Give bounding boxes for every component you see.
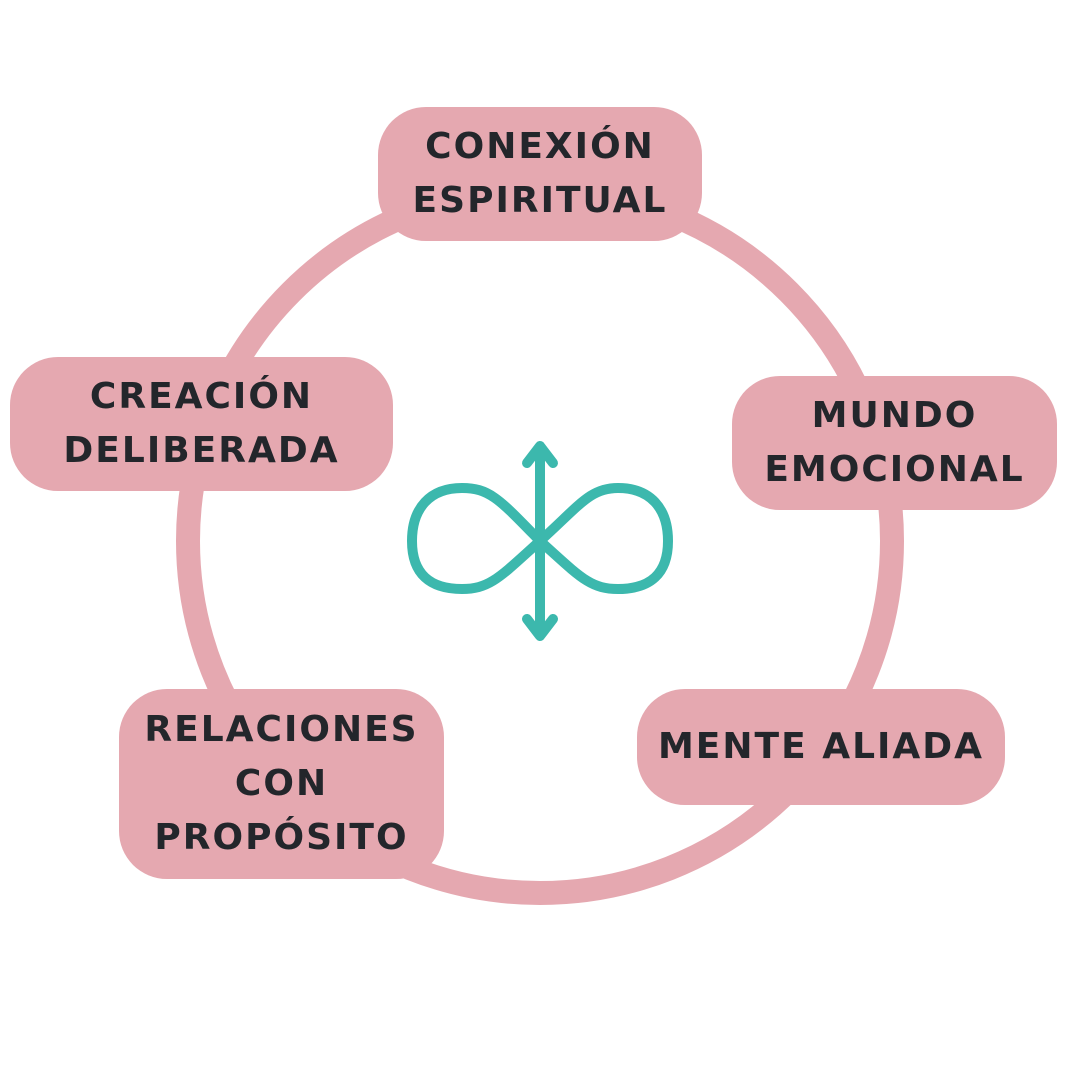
node-label-line: DELIBERADA [63, 430, 340, 471]
node-label-line: ESPIRITUAL [412, 180, 668, 221]
arrow-head-up [522, 441, 558, 468]
node-mundo-emocional: MUNDO EMOCIONAL [732, 376, 1057, 510]
node-label-line: MUNDO [811, 395, 978, 436]
node-conexion-espiritual: CONEXIÓN ESPIRITUAL [378, 107, 702, 241]
node-label-line: RELACIONES [144, 709, 419, 750]
node-label-line: CREACIÓN [89, 376, 314, 417]
node-mente-aliada: MENTE ALIADA [637, 689, 1005, 805]
infinity-with-vertical-double-arrow-icon [407, 441, 673, 641]
node-relaciones-con-proposito: RELACIONES CON PROPÓSITO [119, 689, 444, 879]
node-creacion-deliberada: CREACIÓN DELIBERADA [10, 357, 393, 491]
node-label-line: EMOCIONAL [764, 449, 1025, 490]
arrow-head-down [522, 614, 558, 641]
node-label-line: PROPÓSITO [154, 817, 409, 858]
node-label-line: MENTE ALIADA [657, 726, 985, 767]
node-label-line: CON [234, 763, 329, 804]
node-label-line: CONEXIÓN [425, 126, 655, 167]
